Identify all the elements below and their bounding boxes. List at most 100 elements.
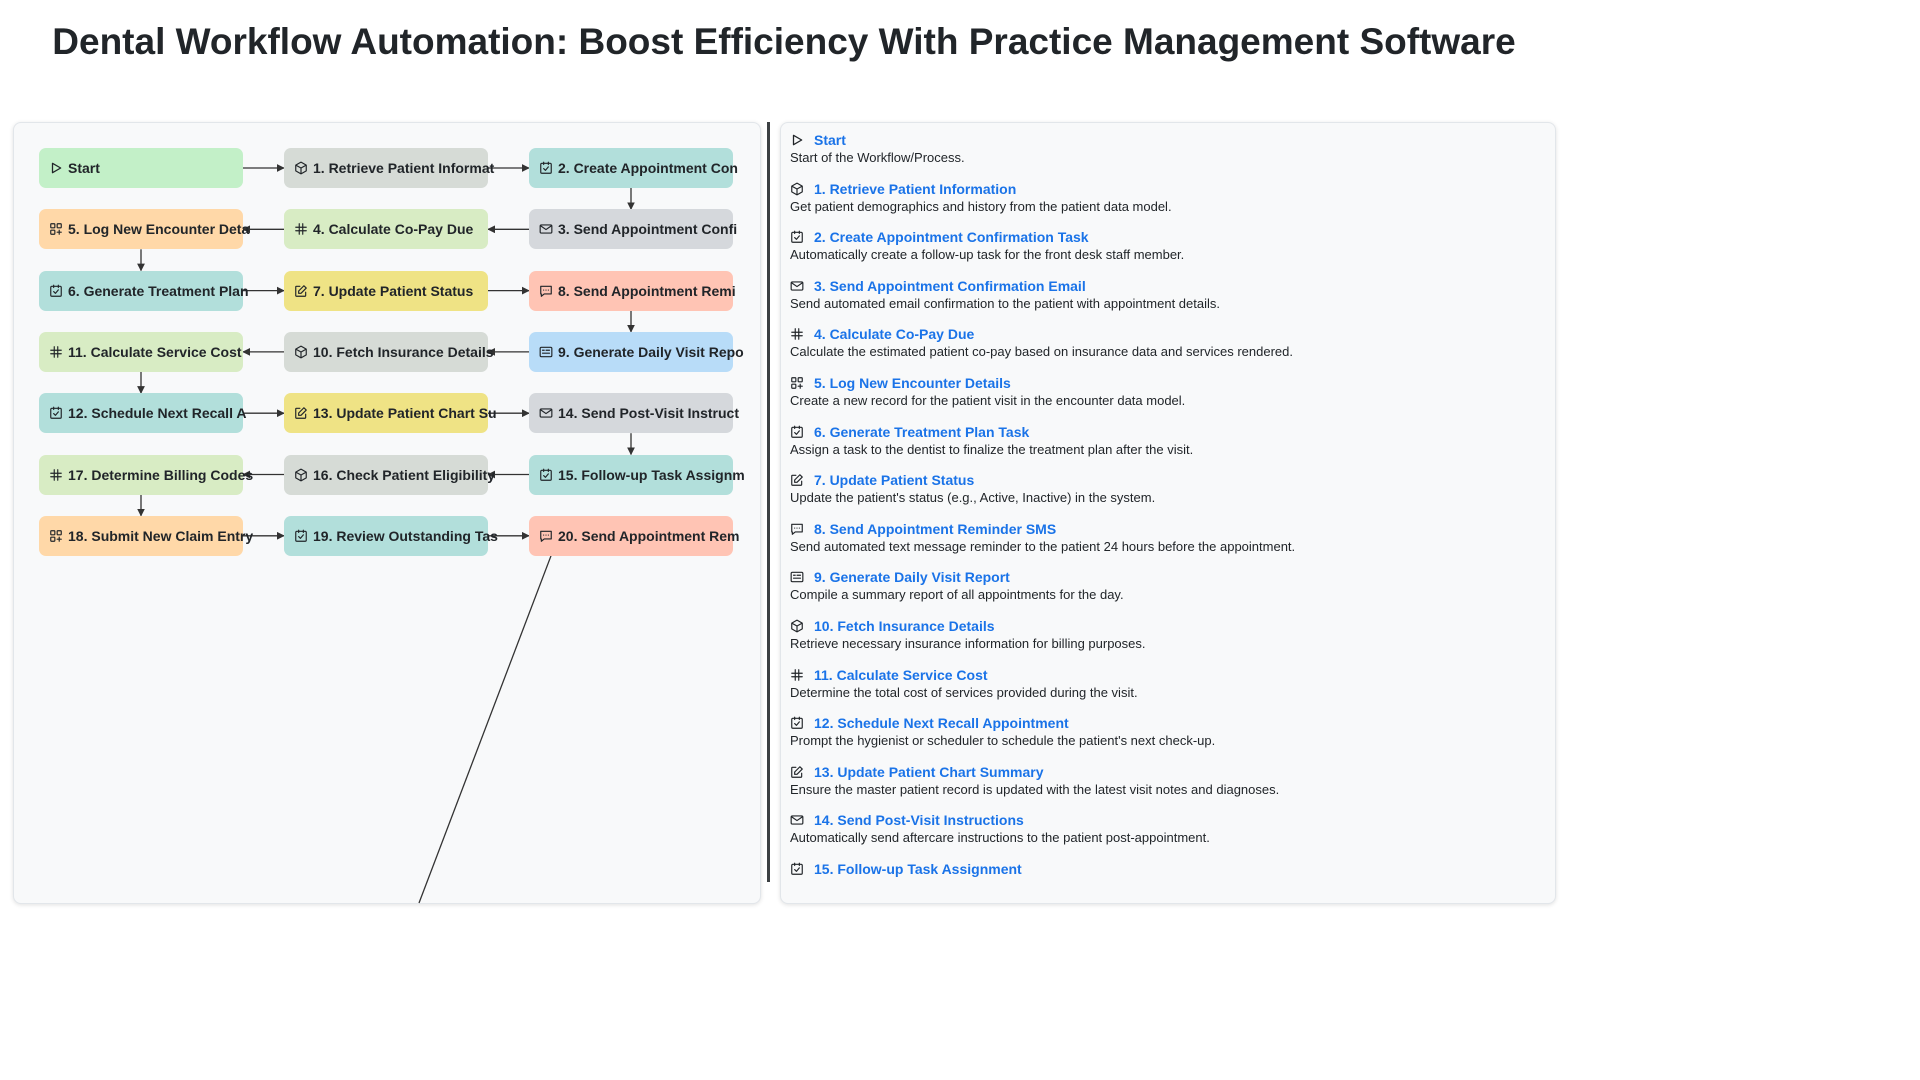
workflow-node-n11[interactable]: 11. Calculate Service Cost <box>39 331 243 372</box>
play-icon <box>49 161 63 175</box>
workflow-node-label: 7. Update Patient Status <box>313 282 474 299</box>
step-title-link[interactable]: 9. Generate Daily Visit Report <box>814 569 1010 586</box>
cube-icon <box>294 345 308 359</box>
workflow-node-n15[interactable]: 15. Follow-up Task Assignm <box>529 454 745 495</box>
step-title-link[interactable]: 8. Send Appointment Reminder SMS <box>814 520 1057 537</box>
workflow-node-label: 15. Follow-up Task Assignm <box>558 466 745 483</box>
workflow-node-label: 6. Generate Treatment Plan <box>68 282 249 299</box>
step-title-link[interactable]: 5. Log New Encounter Details <box>814 375 1011 391</box>
workflow-node-n8[interactable]: 8. Send Appointment Remi <box>529 270 736 311</box>
workflow-node-n20[interactable]: 20. Send Appointment Rem <box>529 515 740 556</box>
checkbox-icon <box>790 425 804 439</box>
workflow-node-label: 3. Send Appointment Confi <box>558 221 738 238</box>
step-title-link[interactable]: 12. Schedule Next Recall Appointment <box>814 715 1069 732</box>
workflow-node-label: 20. Send Appointment Rem <box>558 527 740 544</box>
workflow-node-n16[interactable]: 16. Check Patient Eligibility <box>284 454 495 495</box>
workflow-node-label: 12. Schedule Next Recall A <box>68 405 247 422</box>
cube-icon <box>790 619 804 633</box>
workflow-node-n1[interactable]: 1. Retrieve Patient Informat <box>284 148 494 188</box>
step-title-link[interactable]: Start <box>814 132 846 148</box>
step-title-link[interactable]: 15. Follow-up Task Assignment <box>814 861 1022 877</box>
checkbox-icon <box>790 230 804 244</box>
workflow-node-n4[interactable]: 4. Calculate Co-Pay Due <box>284 209 488 250</box>
step-description-text: Send automated email confirmation to the… <box>790 295 1220 311</box>
workflow-node-label: 5. Log New Encounter Deta <box>68 221 250 238</box>
workflow-node-n5[interactable]: 5. Log New Encounter Deta <box>39 209 249 250</box>
checkbox-icon <box>790 716 804 730</box>
workflow-node-n19[interactable]: 19. Review Outstanding Tas <box>284 515 498 556</box>
step-description-text: Retrieve necessary insurance information… <box>790 636 1146 651</box>
workflow-node-label: 1. Retrieve Patient Informat <box>313 160 495 176</box>
cube-icon <box>790 182 804 196</box>
edit-icon <box>294 284 308 298</box>
play-icon <box>790 133 804 147</box>
step-title-link[interactable]: 11. Calculate Service Cost <box>814 666 988 683</box>
workflow-node-label: 16. Check Patient Eligibility <box>313 466 496 483</box>
panel-divider[interactable] <box>767 122 770 882</box>
workflow-node-label: 4. Calculate Co-Pay Due <box>313 221 474 238</box>
workflow-node-label: 10. Fetch Insurance Details <box>313 343 494 360</box>
message-icon <box>539 529 553 543</box>
grid-plus-icon <box>49 529 63 543</box>
workflow-node-n17[interactable]: 17. Determine Billing Codes <box>39 454 253 495</box>
edit-icon <box>294 406 308 420</box>
step-description-text: Get patient demographics and history fro… <box>790 198 1172 214</box>
message-icon <box>539 284 553 298</box>
checkbox-icon <box>49 406 63 420</box>
step-description-text: Automatically create a follow-up task fo… <box>790 247 1185 263</box>
workflow-node-n3[interactable]: 3. Send Appointment Confi <box>529 209 737 250</box>
checkbox-icon <box>790 862 804 876</box>
step-description-text: Create a new record for the patient visi… <box>790 393 1186 408</box>
mail-icon <box>539 406 553 420</box>
cube-icon <box>294 468 308 482</box>
page-title: Dental Workflow Automation: Boost Effici… <box>52 21 1516 62</box>
hash-icon <box>49 345 63 359</box>
workflow-node-n18[interactable]: 18. Submit New Claim Entry <box>39 515 253 556</box>
report-icon <box>539 345 553 359</box>
checkbox-icon <box>49 284 63 298</box>
step-description-item: 15. Follow-up Task Assignment <box>790 860 1530 878</box>
step-description-text: Prompt the hygienist or scheduler to sch… <box>790 733 1216 749</box>
workflow-node-n9[interactable]: 9. Generate Daily Visit Repo <box>529 331 744 372</box>
step-description-text: Start of the Workflow/Process. <box>790 150 965 165</box>
step-description-text: Automatically send aftercare instruction… <box>790 830 1210 846</box>
step-description-text: Send automated text message reminder to … <box>790 538 1296 554</box>
workflow-node-label: 14. Send Post-Visit Instruct <box>558 405 740 422</box>
workflow-node-n10[interactable]: 10. Fetch Insurance Details <box>284 331 494 372</box>
workflow-node-n2[interactable]: 2. Create Appointment Con <box>529 148 738 188</box>
workflow-diagram-panel: Start 1. Retrieve Patient Informat 2. Crea… <box>13 122 761 904</box>
grid-plus-icon <box>790 376 804 390</box>
workflow-node-n12[interactable]: 12. Schedule Next Recall A <box>39 393 247 434</box>
step-description-text: Calculate the estimated patient co-pay b… <box>790 344 1293 360</box>
step-title-link[interactable]: 7. Update Patient Status <box>814 472 975 489</box>
step-title-link[interactable]: 13. Update Patient Chart Summary <box>814 763 1044 780</box>
edit-icon <box>790 765 804 779</box>
step-title-link[interactable]: 4. Calculate Co-Pay Due <box>814 326 975 343</box>
step-title-link[interactable]: 6. Generate Treatment Plan Task <box>814 423 1030 440</box>
workflow-node-n13[interactable]: 13. Update Patient Chart Su <box>284 393 497 434</box>
step-title-link[interactable]: 2. Create Appointment Confirmation Task <box>814 229 1089 246</box>
step-title-link[interactable]: 1. Retrieve Patient Information <box>814 180 1017 197</box>
message-icon <box>790 522 804 536</box>
cube-icon <box>294 161 308 175</box>
report-icon <box>790 570 804 584</box>
workflow-node-n14[interactable]: 14. Send Post-Visit Instruct <box>529 393 739 434</box>
hash-icon <box>49 468 63 482</box>
step-title-link[interactable]: 3. Send Appointment Confirmation Email <box>814 277 1086 294</box>
step-title-link[interactable]: 10. Fetch Insurance Details <box>814 618 995 634</box>
step-title-link[interactable]: 14. Send Post-Visit Instructions <box>814 812 1024 829</box>
workflow-node-n6[interactable]: 6. Generate Treatment Plan <box>39 270 249 311</box>
edit-icon <box>790 473 804 487</box>
workflow-node-n7[interactable]: 7. Update Patient Status <box>284 270 488 311</box>
workflow-node-start[interactable]: Start <box>39 148 243 188</box>
